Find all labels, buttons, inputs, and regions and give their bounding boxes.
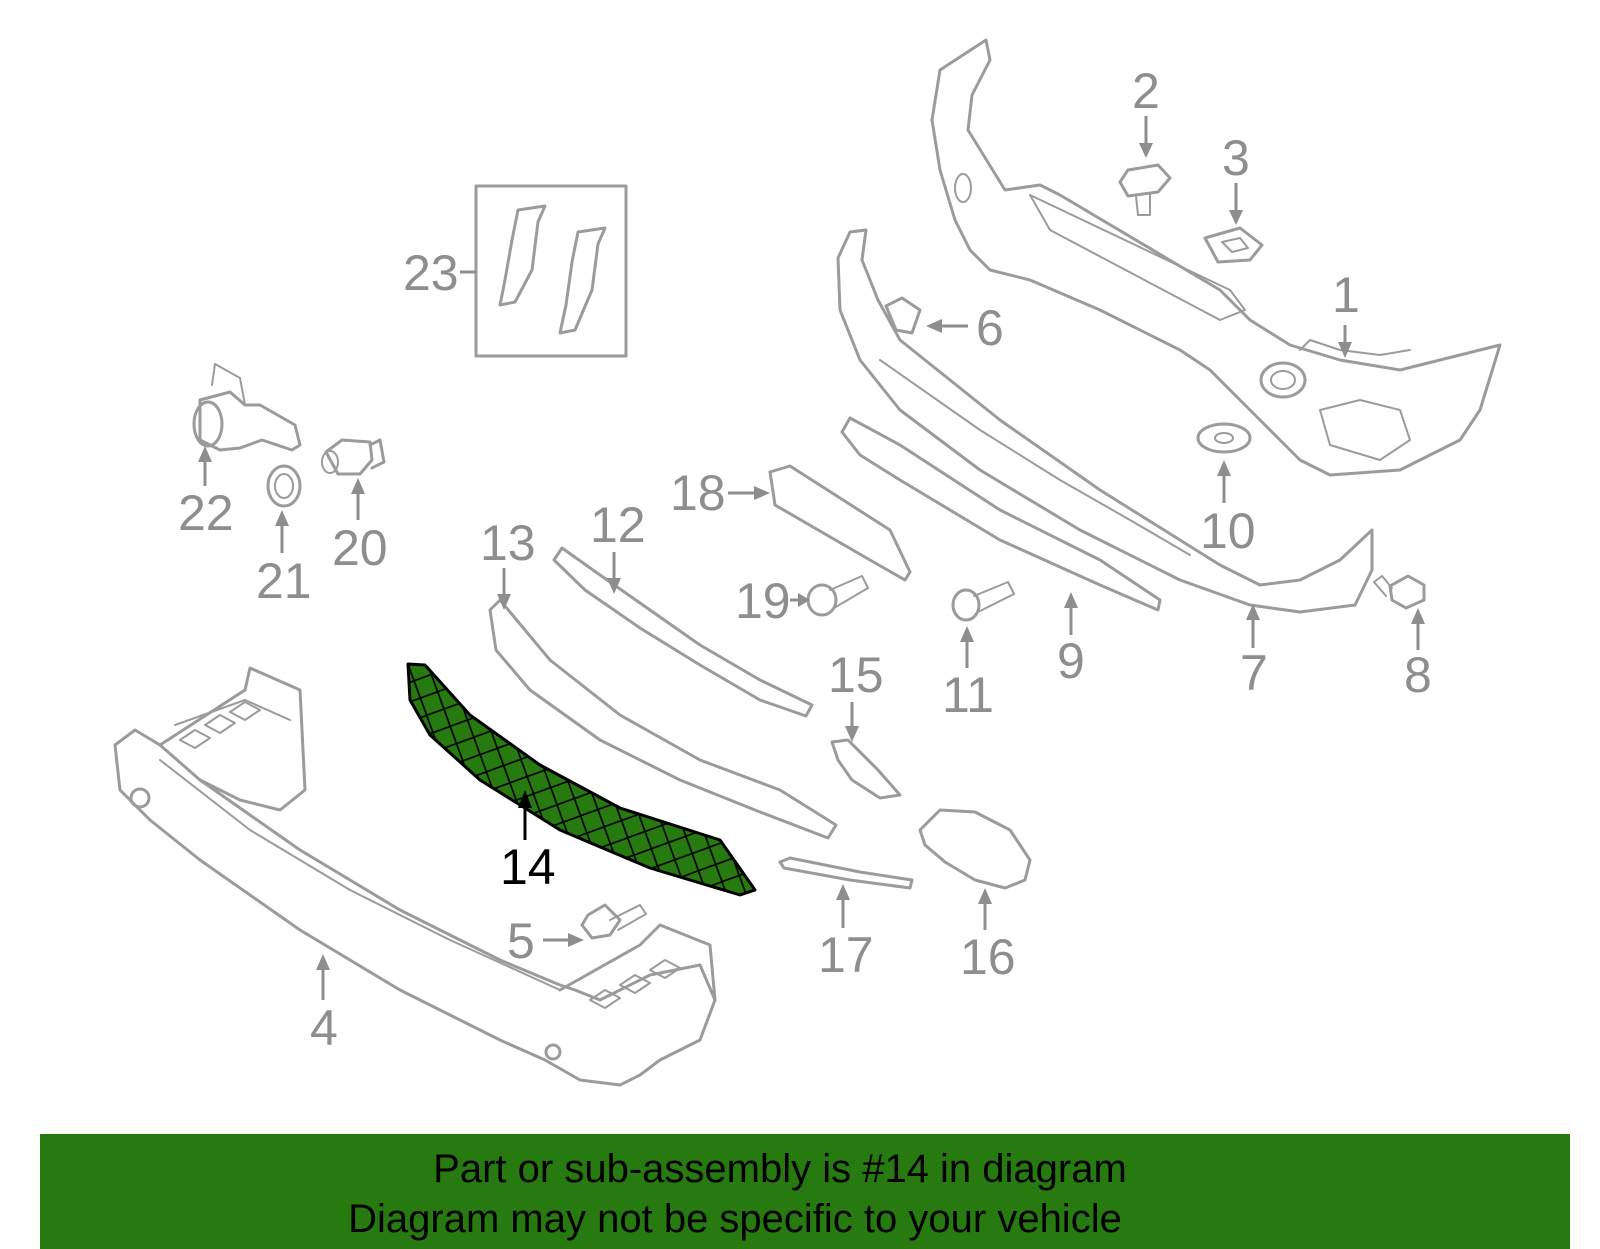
part-6-clip	[884, 296, 922, 335]
banner-line-disclaimer: Diagram may not be specific to your vehi…	[348, 1197, 1122, 1241]
svg-text:17: 17	[818, 927, 874, 983]
callout-23: 23	[403, 245, 476, 301]
svg-text:7: 7	[1240, 645, 1268, 701]
callout-16: 16	[960, 888, 1016, 985]
part-23-bracket-set	[474, 184, 628, 358]
callout-10: 10	[1200, 460, 1256, 559]
info-banner: Part or sub-assembly is #14 in diagram D…	[40, 1134, 1570, 1249]
svg-text:18: 18	[670, 465, 726, 521]
callout-15: 15	[828, 647, 884, 742]
part-8-bolt	[1373, 574, 1426, 610]
banner-line-part-number: Part or sub-assembly is #14 in diagram	[433, 1147, 1127, 1191]
callout-1: 1	[1332, 267, 1360, 358]
part-7-lower-trim	[836, 228, 1374, 614]
callout-22: 22	[178, 446, 234, 541]
svg-text:23: 23	[403, 245, 459, 301]
svg-text:22: 22	[178, 485, 234, 541]
callout-5: 5	[507, 913, 584, 969]
callout-13: 13	[480, 515, 536, 610]
svg-text:13: 13	[480, 515, 536, 571]
svg-text:21: 21	[256, 553, 312, 609]
part-13-grille	[488, 598, 838, 840]
callout-9: 9	[1057, 592, 1085, 689]
part-22-bracket	[192, 363, 302, 452]
svg-text:16: 16	[960, 929, 1016, 985]
part-14-grille-highlighted[interactable]	[406, 662, 757, 897]
part-11-screw	[951, 581, 1015, 622]
part-3-clip	[1203, 226, 1264, 264]
part-5-bolt	[580, 903, 647, 940]
svg-text:5: 5	[507, 913, 535, 969]
svg-text:1: 1	[1332, 267, 1360, 323]
part-19-screw	[806, 575, 869, 617]
callout-12: 12	[590, 497, 646, 594]
callout-17: 17	[818, 884, 874, 983]
svg-text:4: 4	[310, 1000, 338, 1056]
callout-21: 21	[256, 510, 312, 609]
svg-text:3: 3	[1222, 130, 1250, 186]
part-12-grille-mesh	[552, 546, 814, 718]
svg-text:2: 2	[1132, 63, 1160, 119]
part-15-trim-piece	[830, 738, 902, 800]
svg-text:10: 10	[1200, 503, 1256, 559]
svg-text:12: 12	[590, 497, 646, 553]
part-16-fog-lamp-cover	[918, 808, 1032, 890]
svg-text:14: 14	[500, 839, 556, 895]
part-2-bolt	[1118, 163, 1172, 216]
part-1-bumper-cover	[930, 38, 1502, 477]
callout-7: 7	[1240, 604, 1268, 701]
part-9-trim-strip	[840, 416, 1162, 612]
svg-text:9: 9	[1057, 633, 1085, 689]
part-18-cover-plate	[768, 464, 912, 582]
svg-text:8: 8	[1404, 647, 1432, 703]
part-20-sensor	[321, 438, 386, 476]
callout-2: 2	[1132, 63, 1160, 158]
callout-8: 8	[1404, 608, 1432, 703]
callout-3: 3	[1222, 130, 1250, 225]
callout-18: 18	[670, 465, 770, 521]
svg-text:11: 11	[942, 667, 994, 723]
part-17-strip	[778, 856, 914, 890]
callout-4: 4	[310, 954, 338, 1056]
callout-14: 14	[500, 790, 556, 895]
callout-6: 6	[926, 300, 1004, 356]
callout-19: 19	[735, 573, 810, 629]
callout-11: 11	[942, 626, 994, 723]
svg-text:20: 20	[332, 520, 388, 576]
callout-20: 20	[332, 478, 388, 576]
part-10-grommet	[1196, 422, 1252, 454]
part-21-ring	[266, 464, 302, 508]
svg-text:19: 19	[735, 573, 791, 629]
part-4-reinforcement-bar	[113, 666, 717, 1087]
svg-text:15: 15	[828, 647, 884, 703]
svg-text:6: 6	[976, 300, 1004, 356]
